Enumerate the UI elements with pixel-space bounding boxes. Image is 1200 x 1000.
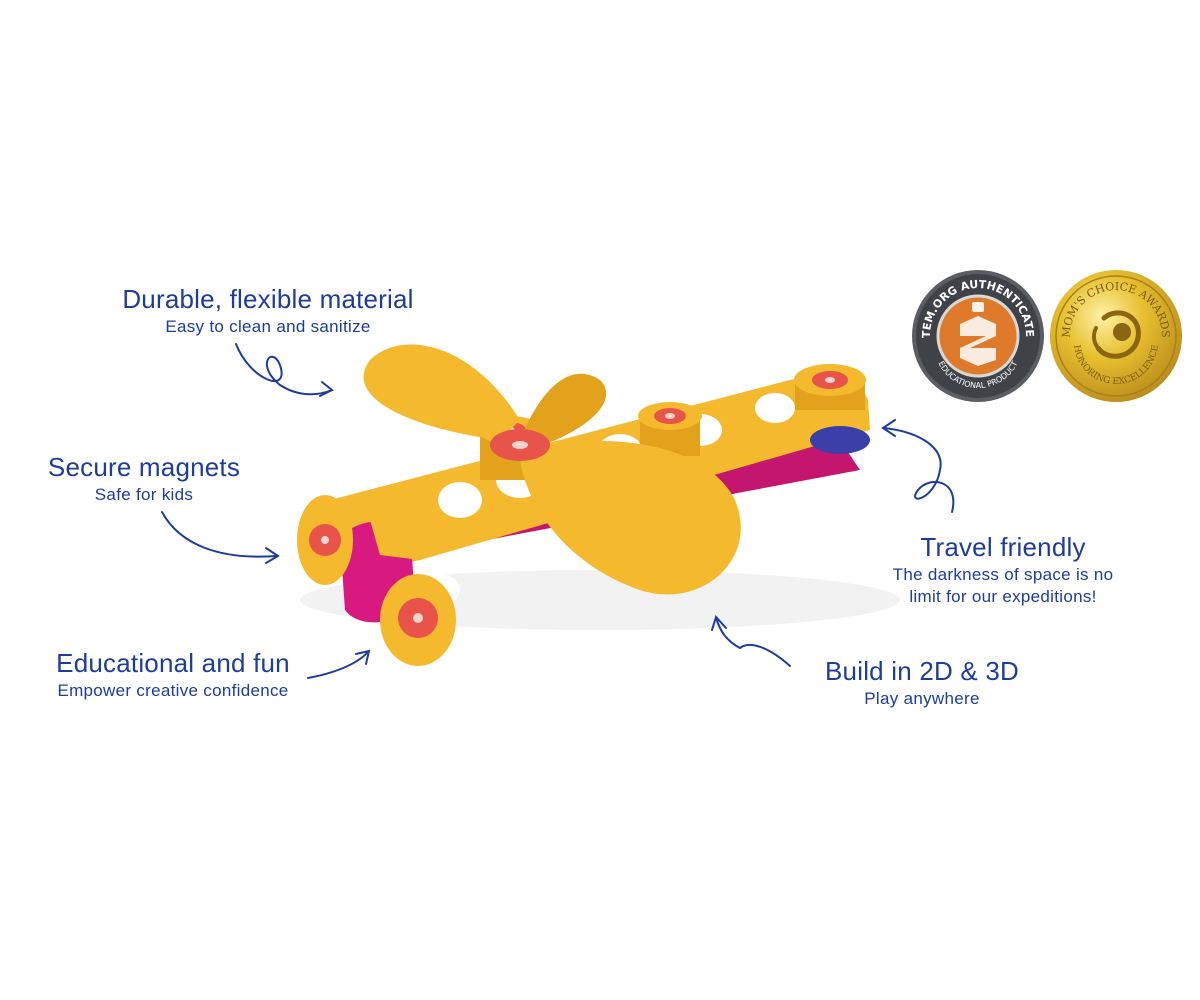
propeller-blade-lower [520, 440, 741, 595]
porthole [755, 393, 795, 423]
stem-authenticated-badge-icon: STEM.ORG AUTHENTICATED EDUCATIONAL PRODU… [908, 266, 1044, 402]
feature-subtitle: Safe for kids [94, 485, 194, 504]
arrow-travel-head [881, 419, 896, 437]
feature-magnets: Secure magnets Safe for kids [30, 452, 258, 506]
feature-title: Build in 2D & 3D [825, 656, 1019, 686]
feature-subtitle-line2: limit for our expeditions! [909, 587, 1097, 606]
magnet-stack [794, 364, 866, 410]
propeller-blade-upper [363, 344, 520, 440]
feature-build: Build in 2D & 3D Play anywhere [800, 656, 1044, 710]
feature-subtitle: Play anywhere [864, 689, 980, 708]
feature-subtitle: Easy to clean and sanitize [165, 317, 371, 336]
feature-subtitle: Empower creative confidence [57, 681, 289, 700]
arrow-magnets-head [265, 547, 280, 564]
arrow-durable-head [319, 381, 334, 397]
arrow-build [715, 617, 791, 667]
porthole [438, 482, 482, 518]
feature-title: Secure magnets [47, 452, 241, 482]
feature-educational: Educational and fun Empower creative con… [30, 648, 316, 702]
moms-choice-award-badge-icon: MOM'S CHOICE AWARDS HONORING EXCELLENCE [1050, 270, 1182, 402]
propeller-blade-back [520, 373, 607, 450]
wheel [297, 495, 353, 585]
feature-subtitle-line1: The darkness of space is no [892, 565, 1114, 584]
tail-piece [810, 426, 870, 454]
wheel [380, 574, 456, 666]
arrow-edu [307, 651, 369, 679]
arrow-edu-head [355, 649, 371, 665]
arrow-durable [235, 343, 333, 396]
arrow-travel [883, 427, 955, 513]
arrow-build-head [711, 615, 727, 631]
feature-title: Durable, flexible material [122, 284, 414, 314]
feature-title: Travel friendly [920, 532, 1086, 562]
arrow-magnets [161, 511, 277, 558]
feature-travel: Travel friendly The darkness of space is… [870, 532, 1136, 608]
feature-durable: Durable, flexible material Easy to clean… [98, 284, 438, 338]
feature-title: Educational and fun [56, 648, 290, 678]
